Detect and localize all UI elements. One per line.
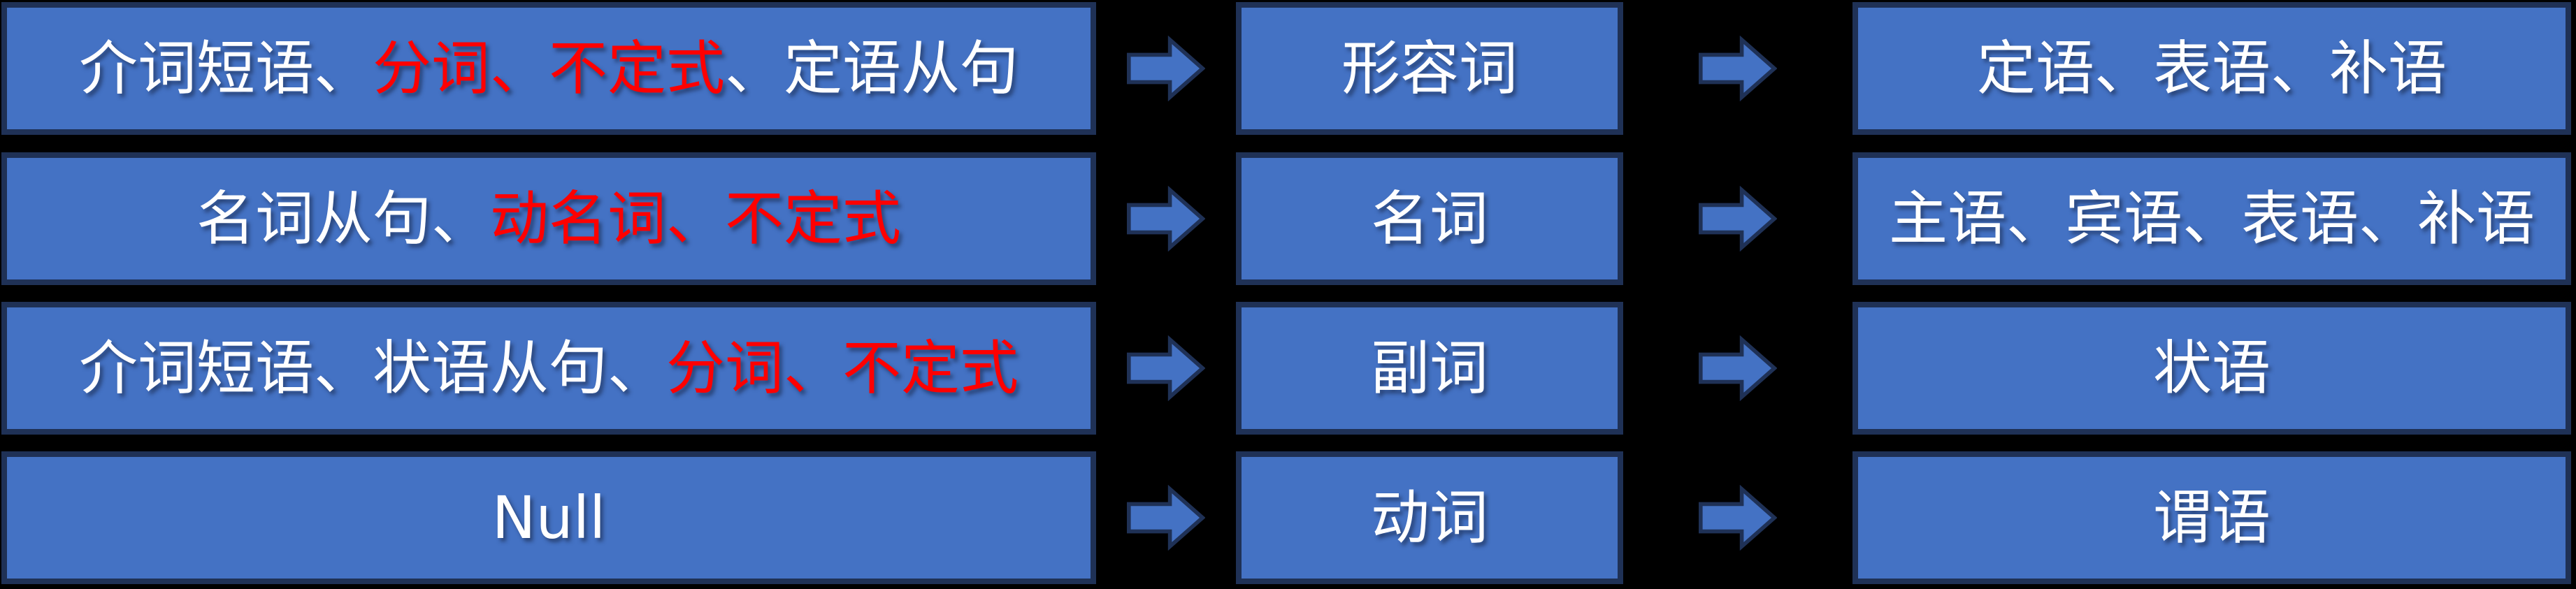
arrow-zone — [1623, 451, 1852, 584]
form-segment-emphasis: 分词、不定式 — [372, 34, 725, 103]
sentence-roles-box: 状语 — [1852, 302, 2571, 435]
sentence-roles-label: 状语 — [2152, 334, 2271, 402]
right-arrow-icon — [1127, 485, 1205, 551]
diagram-row-adjective: 介词短语、分词、不定式、定语从句 形容词 定语、表语、补语 — [1, 2, 2571, 135]
sentence-roles-box: 定语、表语、补语 — [1852, 2, 2571, 135]
form-segment: 名词从句、 — [196, 184, 490, 253]
form-segment: 介词短语、状语从句、 — [78, 334, 666, 402]
sentence-roles-label: 主语、宾语、表语、补语 — [1888, 184, 2535, 253]
part-of-speech-box: 副词 — [1236, 302, 1623, 435]
arrow-zone — [1096, 152, 1236, 285]
diagram-row-noun: 名词从句、动名词、不定式 名词 主语、宾语、表语、补语 — [1, 152, 2571, 285]
form-segment-emphasis: 动名词、不定式 — [490, 184, 902, 253]
part-of-speech-box: 形容词 — [1236, 2, 1623, 135]
sentence-roles-label: 谓语 — [2152, 483, 2271, 552]
form-segment: 介词短语、 — [78, 34, 373, 103]
part-of-speech-label: 动词 — [1370, 483, 1488, 552]
sentence-roles-label: 定语、表语、补语 — [1976, 34, 2447, 103]
forms-box: 介词短语、状语从句、分词、不定式 — [1, 302, 1096, 435]
form-segment: Null — [491, 483, 606, 552]
arrow-zone — [1096, 2, 1236, 135]
form-segment: 、定语从句 — [725, 34, 1019, 103]
arrow-zone — [1096, 302, 1236, 435]
part-of-speech-label: 副词 — [1370, 334, 1488, 402]
right-arrow-icon — [1127, 36, 1205, 101]
form-segment-emphasis: 分词、不定式 — [666, 334, 1019, 402]
sentence-roles-box: 主语、宾语、表语、补语 — [1852, 152, 2571, 285]
arrow-zone — [1623, 2, 1852, 135]
right-arrow-icon — [1699, 335, 1777, 401]
arrow-zone — [1623, 152, 1852, 285]
diagram-row-verb: Null 动词 谓语 — [1, 451, 2571, 584]
right-arrow-icon — [1127, 186, 1205, 252]
arrow-zone — [1096, 451, 1236, 584]
forms-box: Null — [1, 451, 1096, 584]
sentence-roles-box: 谓语 — [1852, 451, 2571, 584]
part-of-speech-label: 名词 — [1370, 184, 1488, 253]
diagram-row-adverb: 介词短语、状语从句、分词、不定式 副词 状语 — [1, 302, 2571, 435]
right-arrow-icon — [1699, 186, 1777, 252]
right-arrow-icon — [1127, 335, 1205, 401]
forms-box: 介词短语、分词、不定式、定语从句 — [1, 2, 1096, 135]
part-of-speech-label: 形容词 — [1341, 34, 1518, 103]
forms-box: 名词从句、动名词、不定式 — [1, 152, 1096, 285]
right-arrow-icon — [1699, 36, 1777, 101]
arrow-zone — [1623, 302, 1852, 435]
part-of-speech-box: 动词 — [1236, 451, 1623, 584]
part-of-speech-box: 名词 — [1236, 152, 1623, 285]
right-arrow-icon — [1699, 485, 1777, 551]
